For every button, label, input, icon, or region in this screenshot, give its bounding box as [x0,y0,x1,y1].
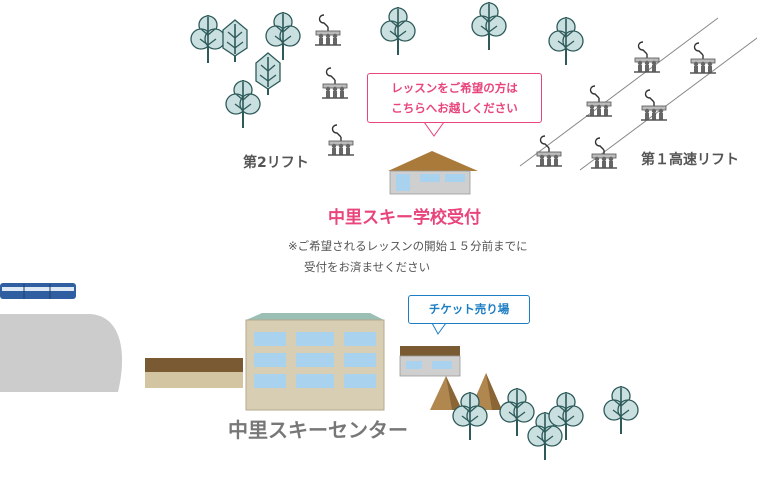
lift-chair-icon [321,67,349,99]
building-icon [245,313,385,411]
lift-chair-icon [689,42,717,74]
tree-icon [380,6,416,56]
lift-cable [519,17,719,167]
bubble-tail [423,121,445,137]
lift2-label: 第2リフト [243,155,309,171]
tree-icon [548,16,584,66]
lift-chair-icon [590,137,618,169]
tree-icon [471,1,507,51]
bubble-tail [431,322,447,335]
lift-chair-icon [633,41,661,73]
lift-chair-icon [585,85,613,117]
ticket-callout-label: チケット売り場 [428,302,510,316]
ski-center-label: 中里スキーセンター [228,418,408,442]
lesson-callout: レッスンをご希望の方は こちらへお越しください [367,73,542,123]
tree-icon [222,19,248,63]
ski-school-title: 中里スキー学校受付 [328,208,481,228]
lesson-callout-line1: レッスンをご希望の方は [391,81,518,95]
tree-icon [255,52,281,96]
train-icon [0,283,76,299]
tree-icon [225,79,261,129]
tree-icon [265,11,301,61]
lift-cable [579,37,757,171]
connector-building [145,358,243,388]
reception-note-line1: ※ご希望されるレッスンの開始１５分前までに [288,239,528,253]
ticket-booth-building [399,346,461,377]
reception-note: ※ご希望されるレッスンの開始１５分前までに 受付をお済ませください [288,236,528,278]
slope-area [0,314,123,392]
reception-note-line2: 受付をお済ませください [304,260,431,274]
tree-icon [190,14,226,64]
ticket-callout: チケット売り場 [408,295,530,324]
lift1-label: 第１高速リフト [641,152,739,168]
ski-school-building [388,151,478,195]
lift-chair-icon [327,124,355,156]
lesson-callout-line2: こちらへお越しください [391,101,518,115]
lift-chair-icon [314,14,342,46]
tree-icon [499,387,535,437]
lift-chair-icon [640,89,668,121]
tree-icon [603,385,639,435]
